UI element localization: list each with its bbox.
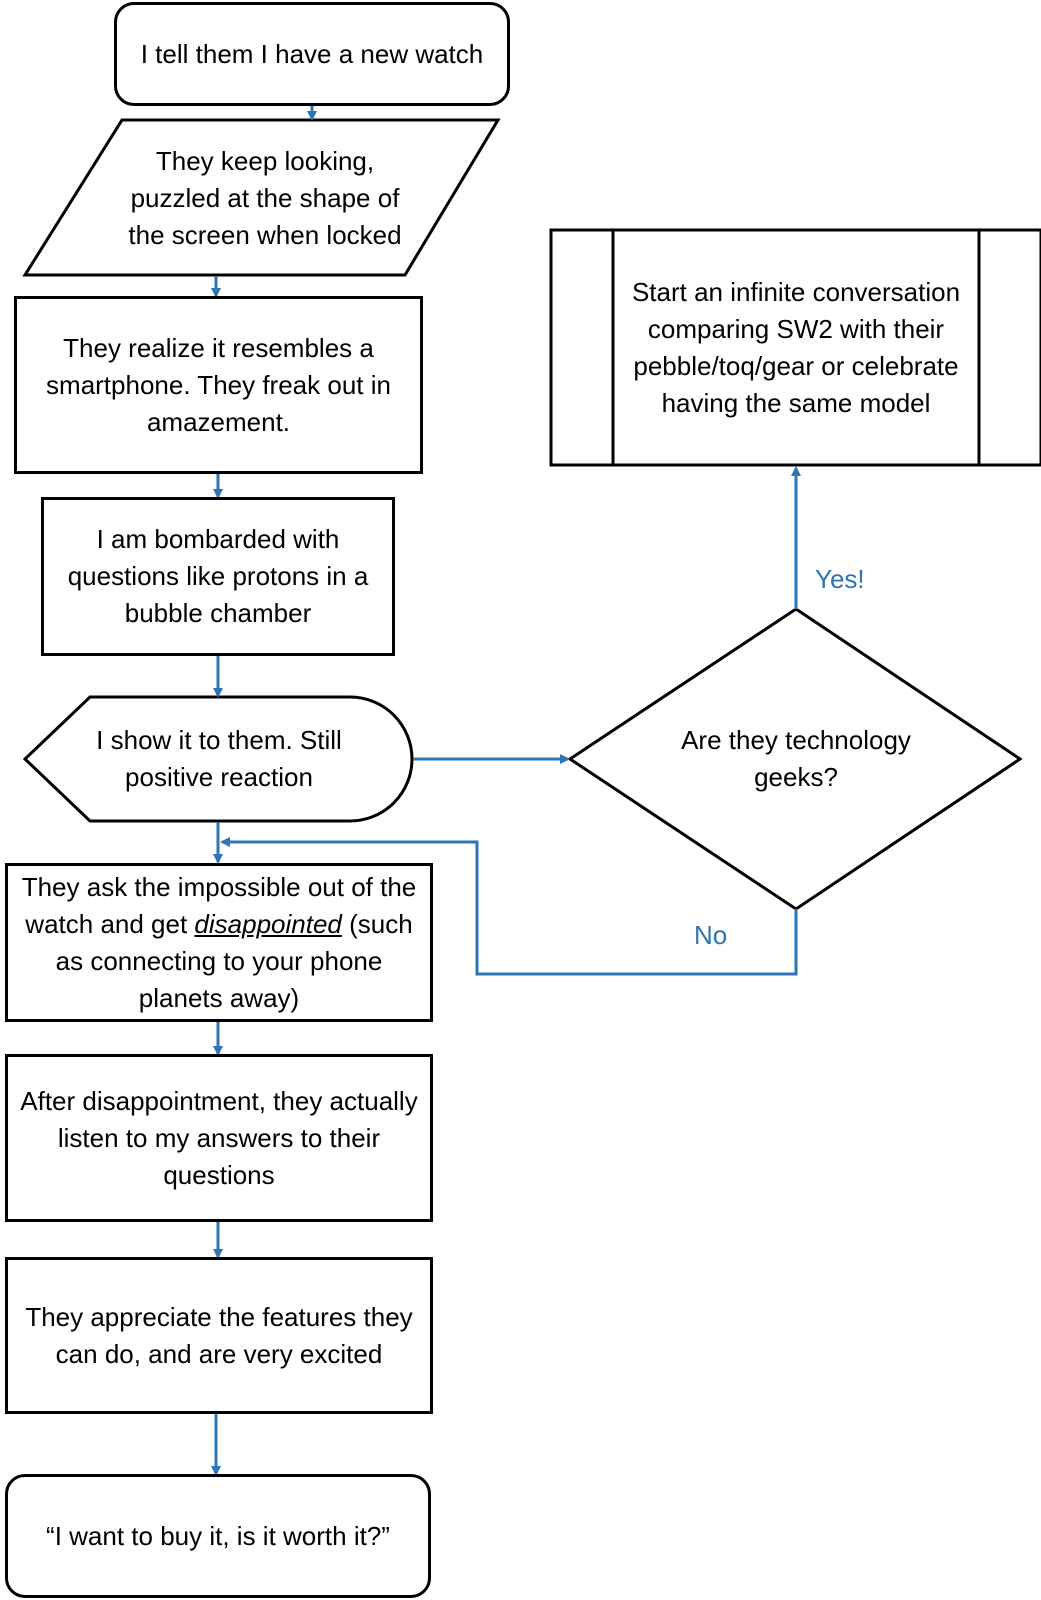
node-bombarded-text: I am bombarded with questions like proto… — [67, 524, 369, 628]
node-ask: They ask the impossible out of the watch… — [5, 863, 433, 1022]
predefined-process-shape — [549, 228, 1041, 467]
node-ask-text: They ask the impossible out of the watch… — [16, 869, 422, 1017]
node-appreciate-text: They appreciate the features they can do… — [25, 1301, 413, 1369]
node-start: I tell them I have a new watch — [114, 2, 510, 106]
node-listen: After disappointment, they actually list… — [5, 1054, 433, 1222]
node-show: I show it to them. Still positive reacti… — [88, 699, 350, 819]
node-realize: They realize it resembles a smartphone. … — [14, 296, 423, 474]
node-ask-text-after: (such as connecting to your phone planet… — [55, 908, 413, 1013]
node-ask-text-emphasis: disappointed — [194, 908, 342, 939]
node-ask-text-before: They ask the impossible out of the watch… — [21, 871, 417, 939]
edge-label-no: No — [694, 920, 728, 950]
node-looking-text: They keep looking, puzzled at the shape … — [128, 145, 402, 250]
parallelogram-shape — [22, 118, 501, 277]
node-start-text: I tell them I have a new watch — [140, 38, 484, 69]
connector-no-loop — [220, 837, 798, 976]
node-show-text: I show it to them. Still positive reacti… — [96, 725, 342, 792]
node-end: “I want to buy it, is it worth it?” — [5, 1474, 431, 1598]
node-decision-text: Are they technology geeks? — [681, 725, 911, 792]
display-shape — [22, 695, 414, 823]
node-appreciate: They appreciate the features they can do… — [5, 1257, 433, 1414]
node-realize-text: They realize it resembles a smartphone. … — [46, 332, 391, 437]
node-decision: Are they technology geeks? — [670, 699, 922, 819]
node-conversation: Start an infinite conversation comparing… — [616, 232, 976, 463]
edge-label-yes: Yes! — [815, 564, 865, 594]
node-looking: They keep looking, puzzled at the shape … — [120, 122, 410, 274]
node-conversation-text: Start an infinite conversation comparing… — [631, 276, 961, 418]
node-listen-text: After disappointment, they actually list… — [20, 1085, 418, 1190]
node-end-text: “I want to buy it, is it worth it?” — [46, 1520, 390, 1551]
node-bombarded: I am bombarded with questions like proto… — [41, 497, 395, 656]
